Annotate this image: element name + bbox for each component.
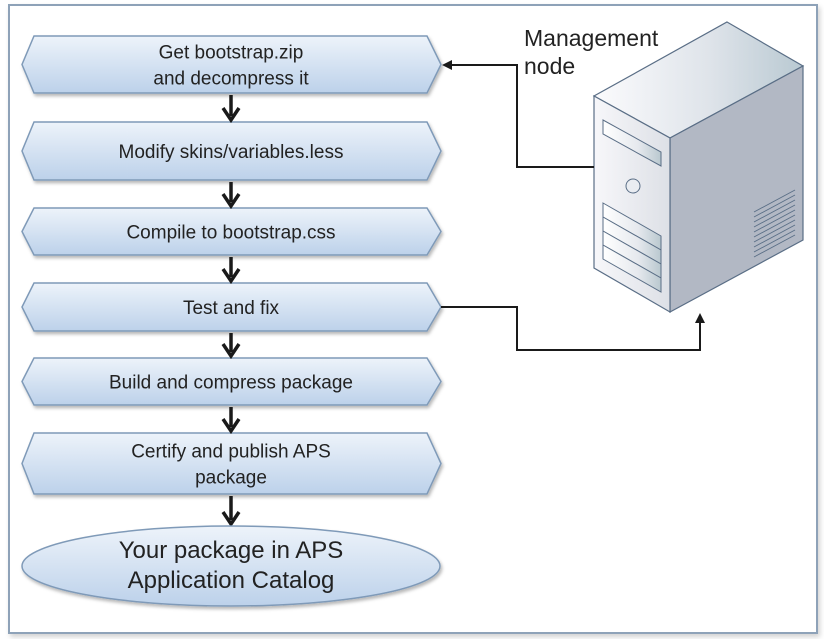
server-tower-icon [592,21,805,314]
step-box [21,121,442,181]
step-1: Get bootstrap.zip and decompress it [21,35,442,94]
step-5: Build and compress package [21,357,442,406]
down-arrow [221,496,241,528]
step-6: Certify and publish APS package [21,432,442,495]
grille-line [753,194,796,218]
server-label-line-1: Management [524,25,659,51]
step-box [21,207,442,256]
step-label-line: and decompress it [153,69,309,90]
grille-line [753,214,796,238]
end-ellipse [21,525,441,607]
step-box [21,432,442,495]
grille-line [753,229,796,253]
step-3: Compile to bootstrap.css [21,207,442,256]
server-label-line-2: node [524,53,575,79]
step-label-line: package [195,468,267,489]
server-side-grille [753,189,796,258]
end-label-line-2: Application Catalog [128,567,335,594]
down-arrow [221,333,241,360]
down-arrow [221,407,241,435]
end-label-line-1: Your package in APS [119,537,344,564]
step-label-line: Modify skins/variables.less [119,142,344,163]
step-label-line: Compile to bootstrap.css [126,223,335,244]
grille-line [753,199,796,223]
step-box [21,282,442,332]
server-vents [602,202,662,293]
down-arrow [221,95,241,124]
step-4: Test and fix [21,282,442,332]
connector-step-4-to-server [441,306,705,351]
grille-line [753,189,796,213]
grille-line [753,224,796,248]
down-arrow [221,182,241,210]
step-2: Modify skins/variables.less [21,121,442,181]
server-power-button [625,178,641,194]
step-label-line: Build and compress package [109,373,353,394]
grille-line [753,234,796,258]
step-label-line: Certify and publish APS [131,442,331,463]
step-label-line: Get bootstrap.zip [159,43,304,64]
grille-line [753,204,796,228]
grille-line [753,209,796,233]
step-box [21,357,442,406]
connector-server-to-step-1 [442,60,594,168]
server-drive-bay [602,119,662,167]
grille-line [753,219,796,243]
step-label-line: Test and fix [183,298,280,319]
down-arrow [221,257,241,285]
end-node: Your package in APS Application Catalog [21,525,441,607]
step-box [21,35,442,94]
